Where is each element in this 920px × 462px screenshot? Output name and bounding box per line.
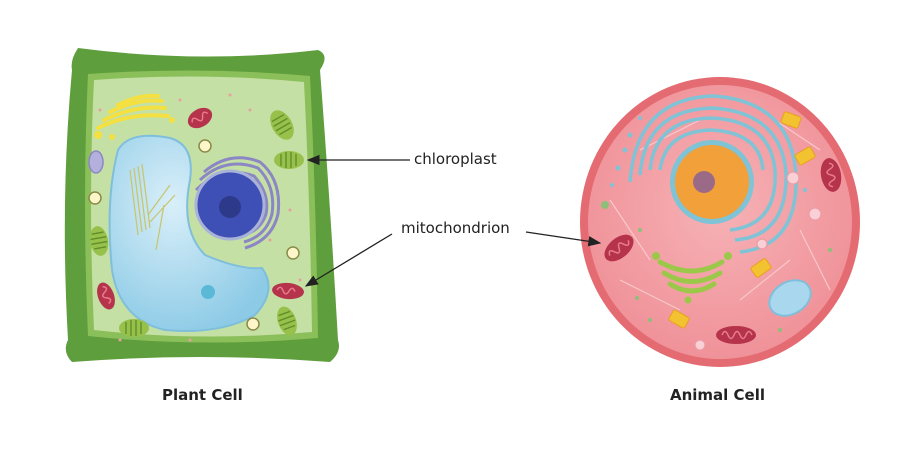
- mitochondrion-arrow-animal: [525, 231, 602, 247]
- animal-cell-caption: Animal Cell: [670, 386, 766, 404]
- plant-golgi: [96, 93, 170, 130]
- animal-er: [628, 94, 798, 254]
- animal-golgi: [657, 259, 725, 294]
- animal-vacuole: [768, 279, 812, 317]
- plant-ribosomes: [98, 93, 302, 342]
- animal-cell: [580, 77, 860, 367]
- plant-vacuole: [108, 134, 270, 332]
- chloroplast: [274, 151, 304, 169]
- vacuole-crystal-cluster: [201, 285, 215, 299]
- plant-chloroplasts: [89, 110, 304, 337]
- mitochondrion-label: mitochondrion: [401, 219, 510, 237]
- chloroplast-label: chloroplast: [414, 150, 497, 168]
- animal-nucleolus: [693, 171, 715, 193]
- animal-er-ribosomes: [610, 116, 807, 192]
- chloroplast: [270, 110, 294, 140]
- animal-ribosomes: [601, 201, 832, 332]
- plant-mitochondria: [97, 107, 304, 310]
- plant-cell: [64, 48, 340, 362]
- mitochondrion: [716, 326, 756, 344]
- plant-cell-caption: Plant Cell: [162, 386, 243, 404]
- plant-vesicles: [88, 139, 300, 331]
- chloroplast: [119, 319, 149, 337]
- animal-lysosomes: [694, 171, 822, 351]
- mitochondrion: [97, 282, 115, 310]
- plant-nucleolus: [219, 196, 241, 218]
- animal-centrioles: [668, 111, 816, 329]
- vacuole-crystals: [129, 163, 176, 251]
- mitochondrion-arrow-plant: [304, 233, 393, 287]
- animal-mitochondria: [604, 158, 842, 344]
